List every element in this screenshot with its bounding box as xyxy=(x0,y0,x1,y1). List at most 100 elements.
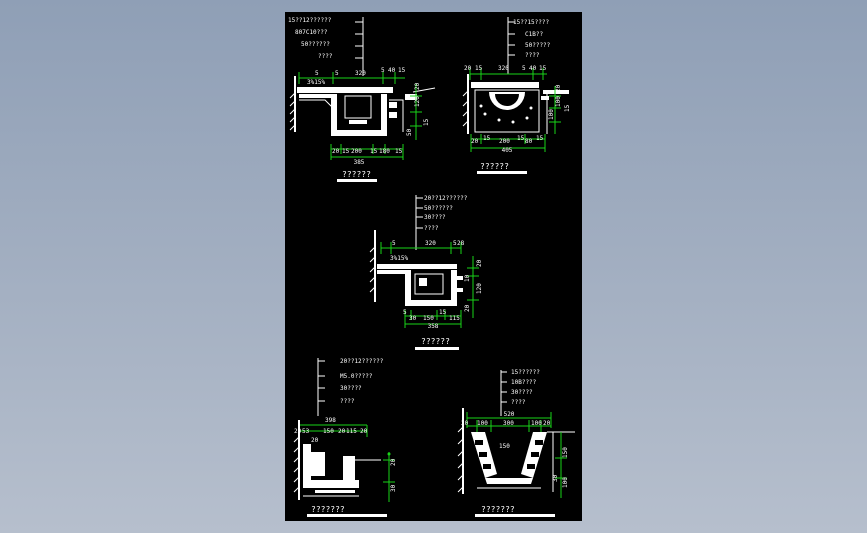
dimension-label: 15 xyxy=(483,135,491,142)
dimension-label: 5 xyxy=(403,309,407,316)
layer-label: ???? xyxy=(424,225,439,232)
dimension-label: 15 xyxy=(395,148,403,155)
dimension-label: 20 xyxy=(471,138,479,145)
dimension-label: 5 xyxy=(335,70,339,77)
dimension-label: 20 xyxy=(464,65,472,72)
dimension-label: 15 xyxy=(539,65,547,72)
dimension-label: 5 xyxy=(453,240,457,247)
dimension-label: 15 xyxy=(398,67,406,74)
dimension-label: 320 xyxy=(498,65,509,72)
dimension-label: 20 xyxy=(332,148,340,155)
layer-label: ???? xyxy=(511,399,526,406)
detail-d: 20??12?????? M5.0????? 30???? ???? 398 2… xyxy=(293,358,397,517)
detail-b: 15??15???? C1B?? 50????? ???? 20 15 320 … xyxy=(462,17,571,174)
layer-label: 15?????? xyxy=(511,369,540,376)
layer-label: 807C10??? xyxy=(295,29,328,36)
dimension-label: 200 xyxy=(351,148,362,155)
dimension-label: 120 xyxy=(414,96,421,107)
dimension-label: 10 xyxy=(464,274,471,282)
dimension-label: 28 xyxy=(457,240,465,247)
dimension-label: 398 xyxy=(325,417,336,424)
dimension-label: 100 xyxy=(562,477,569,488)
dimension-label: 5 xyxy=(381,67,385,74)
dimension-label: 300 xyxy=(503,420,514,427)
dimension-label: 20 xyxy=(464,304,471,312)
layer-label: M5.0????? xyxy=(340,373,373,380)
detail-caption: ?????? xyxy=(421,337,450,346)
slope-label: 3%15% xyxy=(390,255,408,262)
layer-label: 10B???? xyxy=(511,379,537,386)
dimension-label: 5 xyxy=(392,240,396,247)
detail-caption: ??????? xyxy=(311,505,345,514)
detail-a: 15??12?????? 807C10??? 50?????? ???? 5 5… xyxy=(288,17,436,182)
dimension-label: 320 xyxy=(425,240,436,247)
dimension-label: 120 xyxy=(476,283,483,294)
detail-e: 15?????? 10B???? 30???? ???? 520 20 100 … xyxy=(457,369,575,517)
dimension-label: 40 xyxy=(388,67,396,74)
dimension-label: 15 xyxy=(517,135,525,142)
dimension-label: 20 xyxy=(360,428,368,435)
detail-c: 20??12?????? 50?????? 30???? ???? 5 320 … xyxy=(369,195,483,350)
dimension-label: 30 xyxy=(390,484,397,492)
layer-label: 20??12?????? xyxy=(340,358,384,365)
layer-label: ???? xyxy=(318,53,333,60)
dimension-label: 53 xyxy=(302,428,310,435)
dimension-label: 320 xyxy=(355,70,366,77)
layer-label: 30???? xyxy=(424,214,446,221)
dimension-total: 358 xyxy=(428,323,439,330)
dimension-label: 20 xyxy=(294,428,302,435)
dimension-label: 100 xyxy=(531,420,542,427)
dimension-label: 40 xyxy=(529,65,537,72)
dimension-label: 15 xyxy=(370,148,378,155)
dimension-total: 405 xyxy=(502,147,513,154)
dimension-label: 150 xyxy=(323,428,334,435)
dimension-label: 150 xyxy=(562,447,569,458)
layer-label: 50?????? xyxy=(301,41,330,48)
drawing-sheet: 15??12?????? 807C10??? 50?????? ???? 5 5… xyxy=(285,12,582,521)
dimension-label: 5 xyxy=(315,70,319,77)
dimension-label: 50 xyxy=(406,128,413,136)
layer-label: ???? xyxy=(340,398,355,405)
dimension-label: 30 xyxy=(409,315,417,322)
dimension-label: 100 xyxy=(555,96,562,107)
dimension-label: 100 xyxy=(548,109,555,120)
dimension-label: 150 xyxy=(423,315,434,322)
detail-caption: ?????? xyxy=(480,162,509,171)
dimension-label: 20 xyxy=(543,420,551,427)
layer-label: 30???? xyxy=(340,385,362,392)
dimension-label: 20 xyxy=(311,437,319,444)
dimension-label: 520 xyxy=(504,411,515,418)
dimension-label: 180 xyxy=(379,148,390,155)
layer-label: ???? xyxy=(525,52,540,59)
dimension-label: 20 xyxy=(476,259,483,267)
dimension-label: 20 xyxy=(390,458,397,466)
dimension-label: 30 xyxy=(552,474,559,482)
layer-label: 50????? xyxy=(525,42,551,49)
layer-label: 15??12?????? xyxy=(288,17,332,24)
dimension-label: 20 xyxy=(461,420,469,427)
slope-label: 3%15% xyxy=(307,79,325,86)
dimension-label: 20 xyxy=(414,82,421,90)
layer-label: 20??12?????? xyxy=(424,195,468,202)
detail-caption: ?????? xyxy=(342,170,371,179)
dimension-label: 200 xyxy=(499,138,510,145)
dimension-label: 15 xyxy=(342,148,350,155)
dimension-label: 15 xyxy=(423,118,430,126)
dimension-label: 115 xyxy=(346,428,357,435)
cad-drawing: 15??12?????? 807C10??? 50?????? ???? 5 5… xyxy=(288,17,575,517)
dimension-label: 5 xyxy=(522,65,526,72)
dimension-label: 80 xyxy=(525,138,533,145)
layer-label: 50?????? xyxy=(424,205,453,212)
dimension-label: 15 xyxy=(475,65,483,72)
dimension-total: 385 xyxy=(354,159,365,166)
dimension-label: 115 xyxy=(449,315,460,322)
layer-label: 30???? xyxy=(511,389,533,396)
dimension-label: 15 xyxy=(439,309,447,316)
dimension-label: 150 xyxy=(499,443,510,450)
dimension-label: 15 xyxy=(536,135,544,142)
dimension-label: 100 xyxy=(477,420,488,427)
dimension-label: 15 xyxy=(564,104,571,112)
detail-caption: ??????? xyxy=(481,505,515,514)
layer-label: 15??15???? xyxy=(513,19,550,26)
layer-label: C1B?? xyxy=(525,31,543,38)
